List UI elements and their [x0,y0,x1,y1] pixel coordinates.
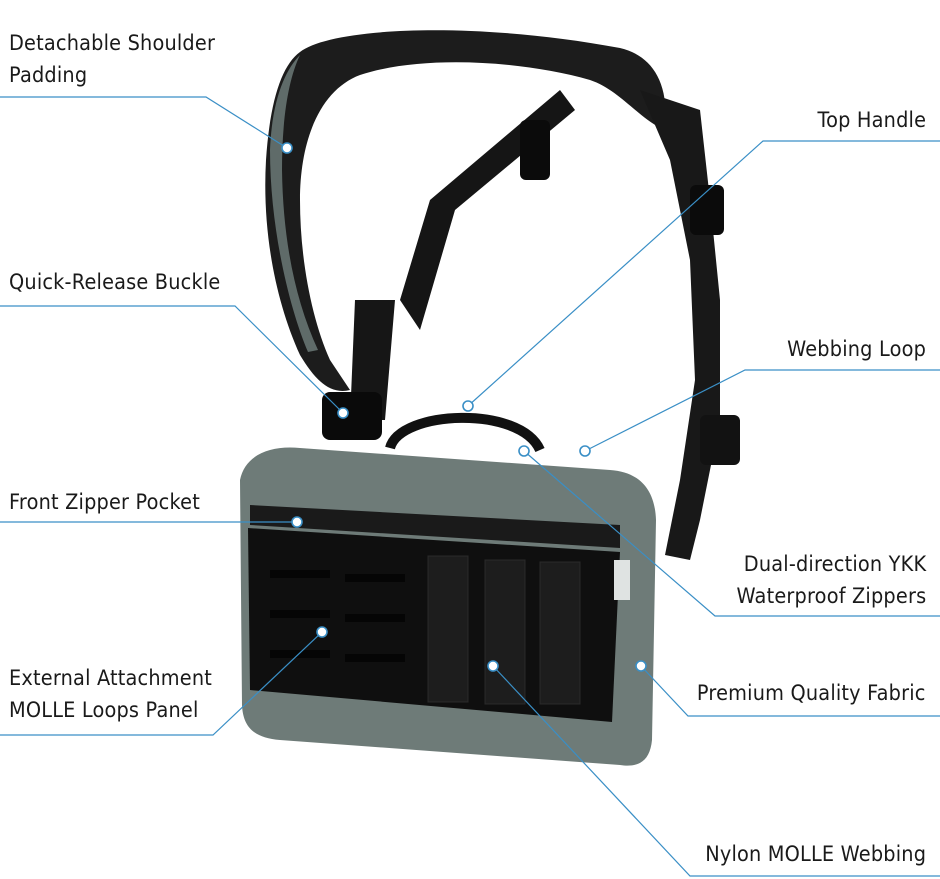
dot-webbing-loop [579,445,591,457]
dot-fabric [635,660,647,672]
line-fabric [640,665,940,717]
buckle-top [520,120,550,180]
label-top-handle: Top Handle [817,108,926,132]
left-strap [400,90,575,330]
buckle-right [690,185,724,235]
line-shoulder-padding [0,96,288,149]
shoulder-pad-edge [270,55,318,352]
top-handle-shape [385,412,545,453]
dot-quick-release [337,407,349,419]
label-fabric: Premium Quality Fabric [697,681,926,705]
dot-zippers [518,445,530,457]
molle-laser-slots [270,570,405,662]
dot-webbing [487,660,499,672]
webbing-loop-tab [700,415,740,465]
label-front-pocket: Front Zipper Pocket [9,490,200,514]
label-webbing-loop: Webbing Loop [787,337,926,361]
side-tab [614,560,630,600]
dot-top-handle [462,400,474,412]
line-quick-release [0,305,344,414]
line-molle-panel [0,631,323,736]
line-top-handle [467,140,940,407]
line-webbing [492,665,940,877]
molle-webbing-straps [427,555,581,705]
label-molle-panel: External Attachment MOLLE Loops Panel [9,666,213,722]
label-shoulder-padding: Detachable Shoulder Padding [9,31,216,87]
lower-strap [350,300,395,420]
line-webbing-loop [584,369,940,452]
label-zippers: Dual-direction YKK Waterproof Zippers [736,552,926,608]
label-webbing: Nylon MOLLE Webbing [705,842,926,866]
quick-release-buckle [322,392,382,440]
dot-shoulder [281,142,293,154]
dot-front-pocket [291,516,303,528]
dot-molle-panel [316,626,328,638]
bag-top-zipper [250,505,620,548]
label-quick-release: Quick-Release Buckle [9,270,221,294]
shoulder-pad [265,30,666,391]
line-zippers [523,450,940,617]
